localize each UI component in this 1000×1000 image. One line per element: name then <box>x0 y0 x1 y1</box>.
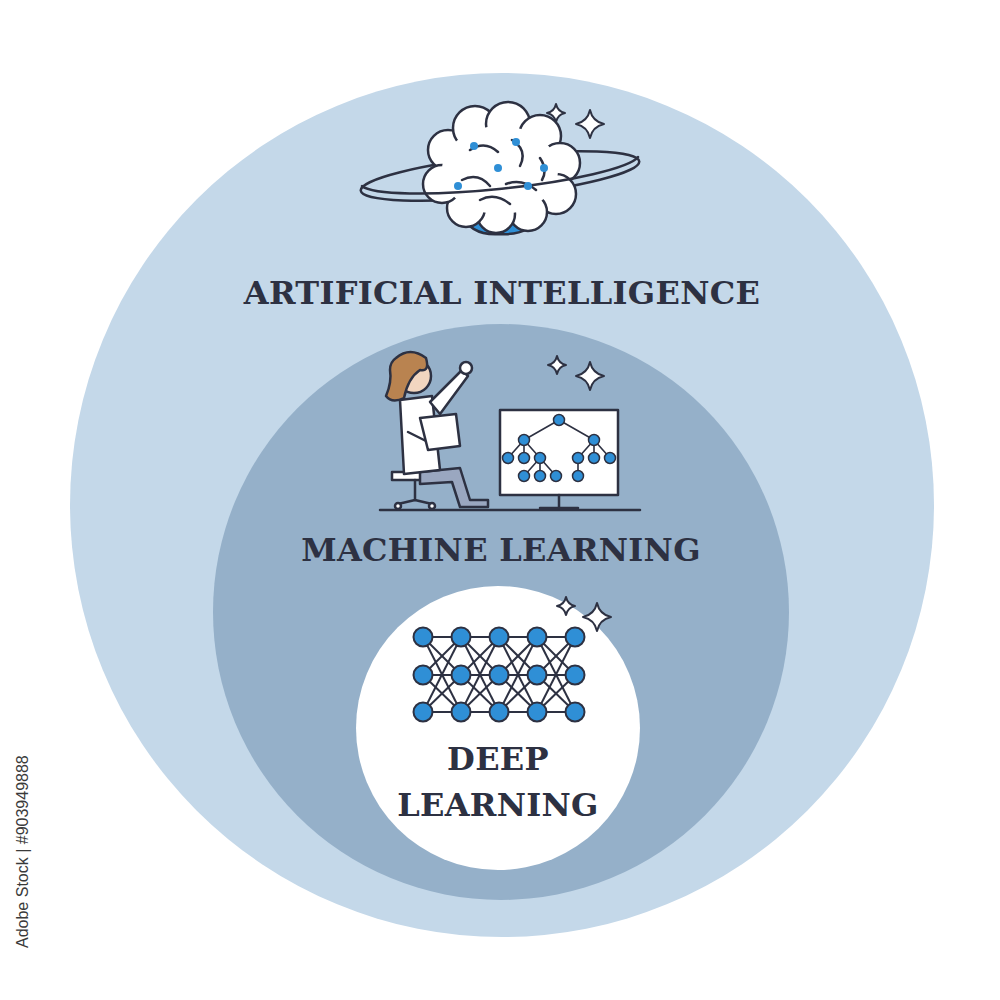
circle-title: DEEP LEARNING <box>382 736 614 829</box>
watermark-label: Adobe Stock | #903949888 <box>14 755 32 948</box>
sparkles <box>547 104 611 631</box>
circle-title: MACHINE LEARNING <box>241 527 761 573</box>
neural-network-icon <box>414 628 585 722</box>
brain-icon <box>359 102 642 234</box>
person-at-computer <box>380 352 640 510</box>
circle-title: ARTIFICIAL INTELLIGENCE <box>182 270 822 316</box>
